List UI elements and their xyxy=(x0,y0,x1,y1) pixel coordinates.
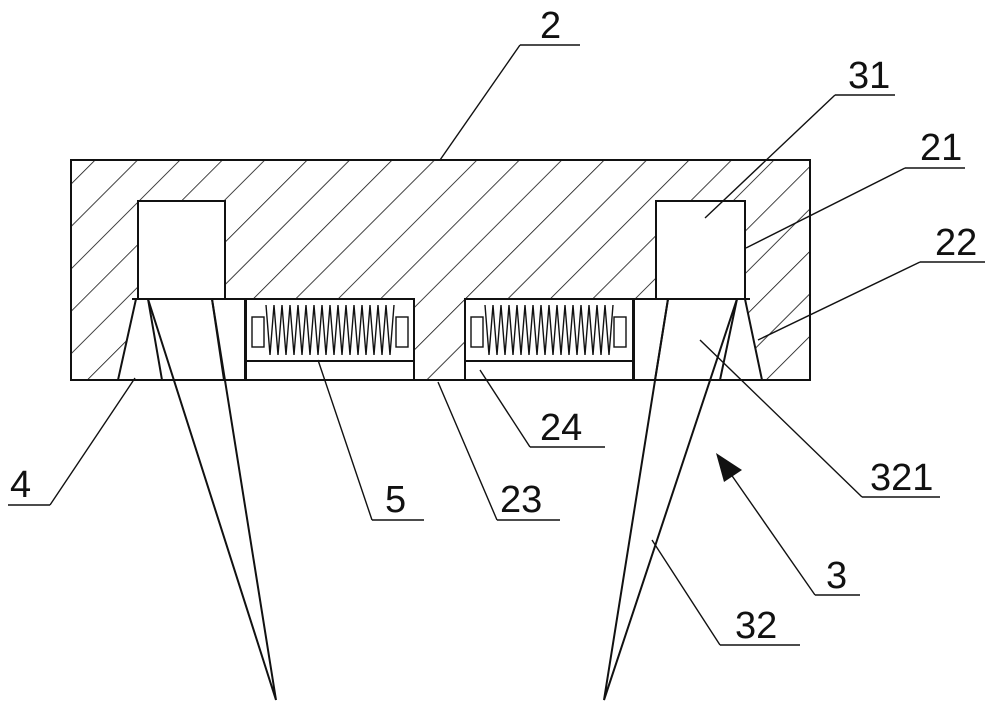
label-23: 23 xyxy=(500,479,542,521)
label-4: 4 xyxy=(10,464,31,506)
label-31: 31 xyxy=(848,55,890,97)
label-321: 321 xyxy=(870,457,933,499)
right-spring xyxy=(464,298,634,381)
leader-lines xyxy=(8,44,985,646)
label-21: 21 xyxy=(920,127,962,169)
label-2: 2 xyxy=(540,5,561,47)
label-5: 5 xyxy=(385,479,406,521)
right-pin-32 xyxy=(603,298,739,701)
label-24: 24 xyxy=(540,407,582,449)
left-pin xyxy=(146,298,277,701)
left-spring xyxy=(245,298,415,381)
label-3: 3 xyxy=(826,555,847,597)
main-block xyxy=(70,159,811,381)
label-32: 32 xyxy=(735,605,777,647)
label-22: 22 xyxy=(935,222,977,264)
